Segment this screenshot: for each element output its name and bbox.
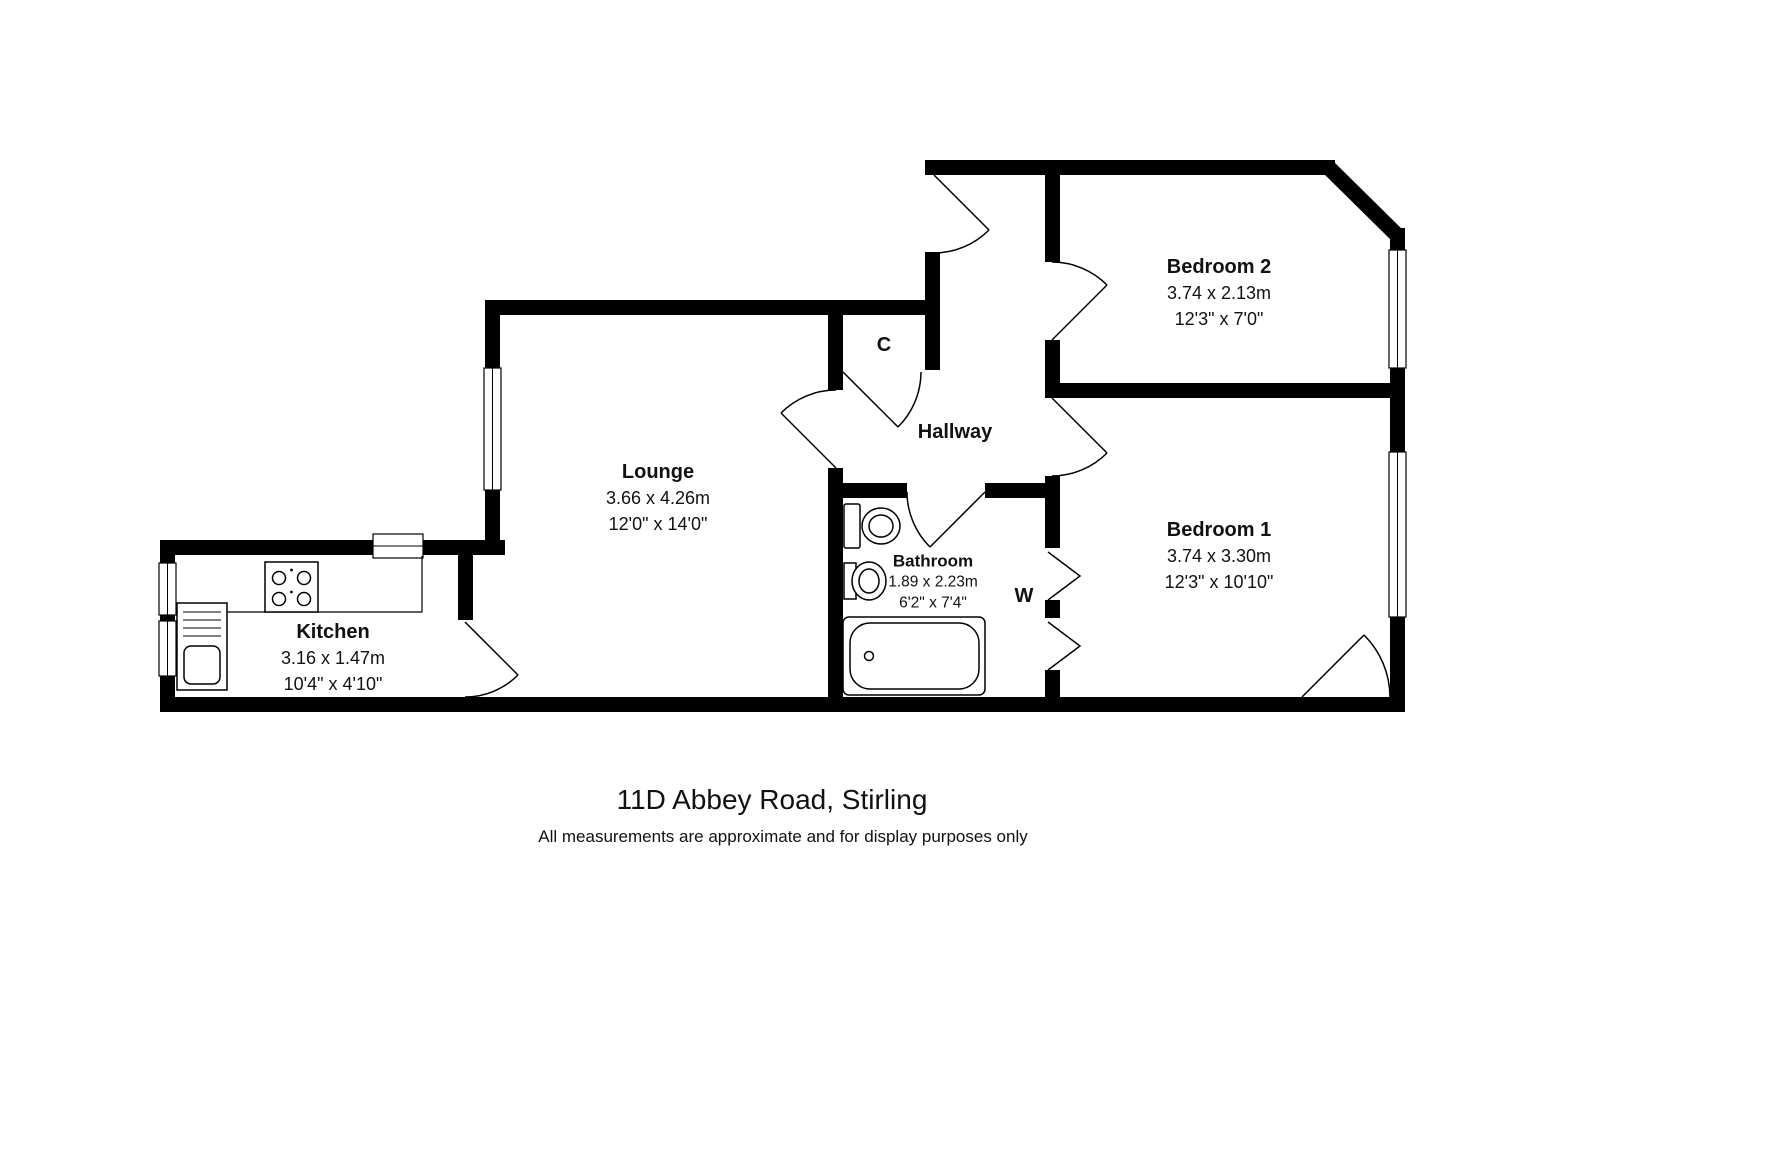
cupboard-name: C — [876, 334, 892, 356]
room-label-lounge: Lounge 3.66 x 4.26m 12'0" x 14'0" — [606, 459, 710, 537]
opening-wardrobe-top — [1044, 548, 1061, 600]
room-label-kitchen: Kitchen 3.16 x 1.47m 10'4" x 4'10" — [281, 619, 385, 697]
plan-title: 11D Abbey Road, Stirling — [616, 784, 928, 815]
opening-wardrobe-bottom — [1044, 618, 1061, 670]
bedroom2-metric: 3.74 x 2.13m — [1166, 283, 1272, 303]
door-lounge — [780, 389, 837, 469]
opening-bathroom — [907, 482, 985, 499]
room-label-bedroom2: Bedroom 2 3.74 x 2.13m 12'3" x 7'0" — [1167, 254, 1271, 332]
wall-kitchen-top — [160, 540, 505, 555]
door-bathroom — [906, 491, 986, 548]
toilet — [843, 503, 901, 549]
wall-kitchen-divider — [458, 555, 473, 620]
bedroom2-name: Bedroom 2 — [1166, 256, 1272, 278]
door-bedroom2 — [1051, 261, 1108, 341]
wall-lounge-top — [485, 300, 940, 315]
kitchen-sink — [176, 602, 228, 691]
wall-bottom — [160, 697, 1405, 712]
bathroom-sink — [843, 561, 887, 601]
wall-chamfer-corner — [1321, 160, 1405, 243]
bedroom1-metric: 3.74 x 3.30m — [1166, 546, 1272, 566]
lounge-imperial: 12'0" x 14'0" — [608, 514, 708, 534]
kitchen-imperial: 10'4" x 4'10" — [283, 674, 383, 694]
room-label-bathroom: Bathroom 1.89 x 2.23m 6'2" x 7'4" — [888, 551, 978, 614]
room-label-hallway: Hallway — [918, 419, 992, 445]
bedroom2-imperial: 12'3" x 7'0" — [1174, 309, 1264, 329]
windows — [158, 249, 1407, 677]
wall-lounge-hall-divider — [828, 315, 843, 697]
lounge-name: Lounge — [621, 461, 695, 483]
door-kitchen — [464, 621, 519, 698]
kitchen-metric: 3.16 x 1.47m — [280, 648, 386, 668]
opening-bedroom2 — [1044, 262, 1061, 340]
wall-bedroom-divider — [1045, 383, 1405, 398]
kitchen-name: Kitchen — [296, 621, 370, 643]
door-entrance — [933, 174, 990, 254]
kitchen-fixtures — [176, 556, 423, 691]
lounge-metric: 3.66 x 4.26m — [605, 488, 711, 508]
bedroom1-imperial: 12'3" x 10'10" — [1164, 572, 1274, 592]
bathtub — [842, 616, 986, 696]
room-label-wardrobe: W — [1015, 583, 1034, 609]
room-label-cupboard: C — [877, 332, 891, 358]
opening-lounge — [827, 390, 844, 468]
door-bedroom1 — [1051, 397, 1108, 477]
bathroom-name: Bathroom — [892, 551, 974, 571]
wardrobe-name: W — [1014, 585, 1034, 607]
bathroom-fixtures — [842, 503, 986, 696]
door-openings — [827, 175, 1061, 670]
opening-bedroom1 — [1044, 398, 1061, 476]
bedroom1-name: Bedroom 1 — [1166, 519, 1272, 541]
bathroom-metric: 1.89 x 2.23m — [888, 573, 978, 591]
bathroom-imperial: 6'2" x 7'4" — [899, 594, 967, 612]
hallway-name: Hallway — [917, 421, 993, 443]
kitchen-counter — [227, 556, 423, 613]
wardrobe-door-chevrons — [1047, 551, 1082, 671]
door-bedroom1-corner — [1301, 634, 1391, 698]
plan-disclaimer: All measurements are approximate and for… — [538, 827, 1028, 846]
wall-top — [925, 160, 1335, 175]
kitchen-hob — [264, 561, 319, 613]
opening-entrance — [924, 175, 941, 252]
doors — [464, 174, 1391, 698]
door-cupboard — [842, 371, 922, 428]
room-label-bedroom1: Bedroom 1 3.74 x 3.30m 12'3" x 10'10" — [1165, 517, 1274, 595]
